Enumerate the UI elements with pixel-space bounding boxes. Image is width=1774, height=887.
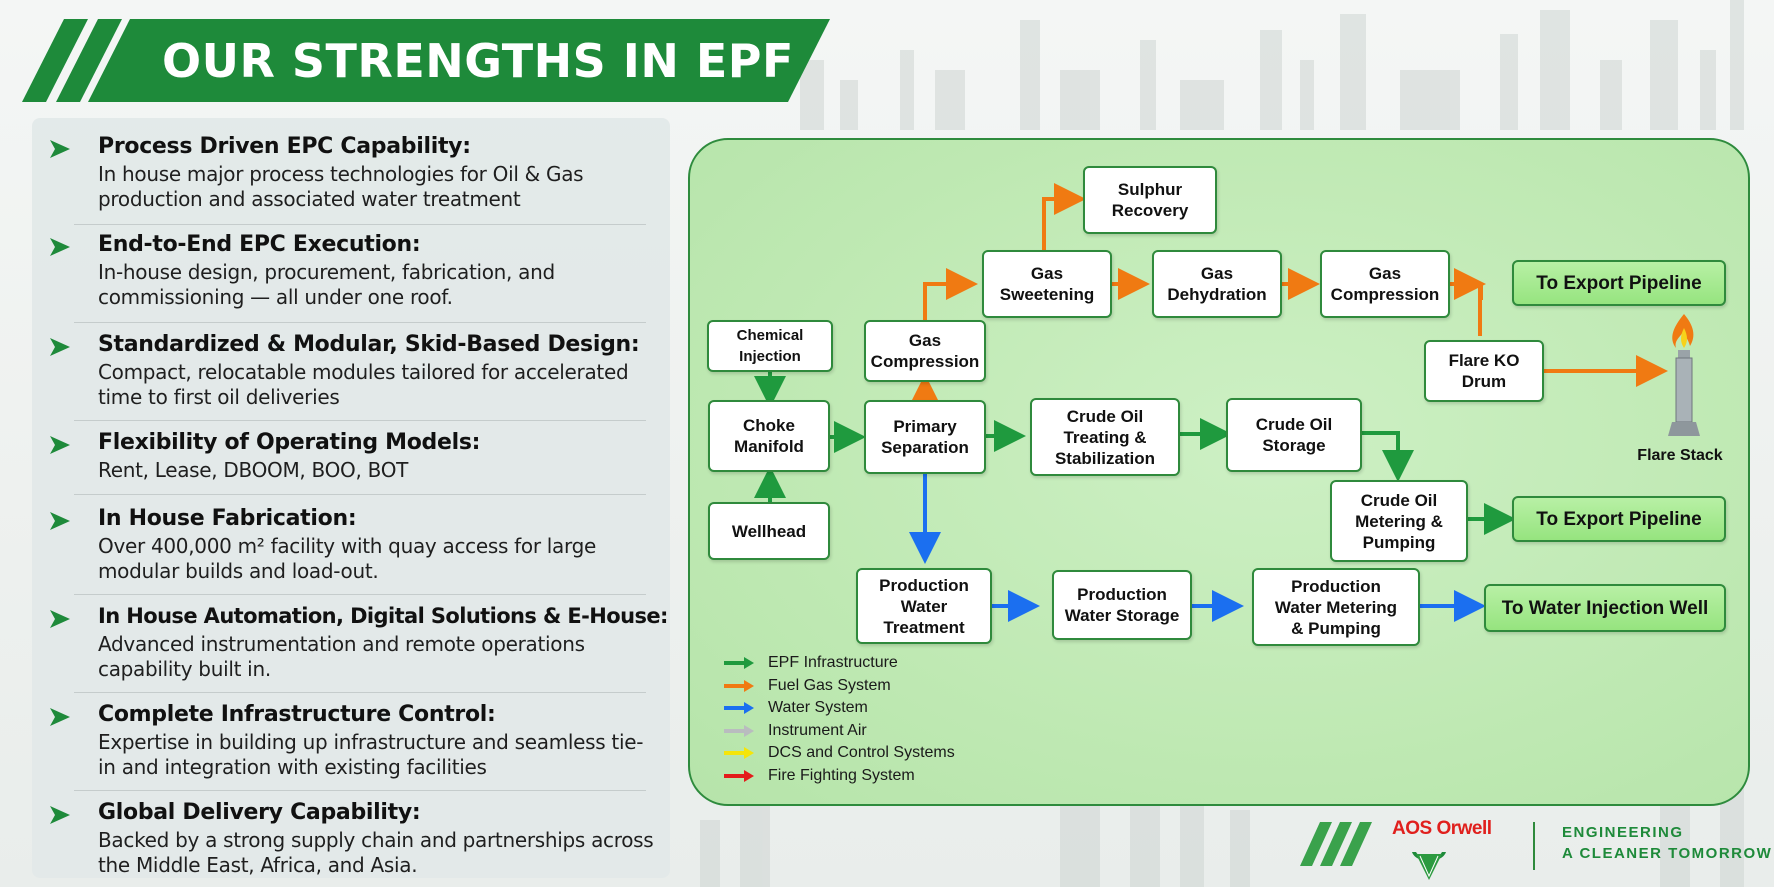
node-sulphur-recovery: Sulphur Recovery [1083,166,1217,234]
arrow-bullet-icon [50,610,70,628]
legend-arrow-icon [724,724,754,737]
arrow-compression-to-flare-ko [1478,284,1483,336]
strength-title: In House Automation, Digital Solutions &… [98,604,668,628]
node-gas-compression-1: Gas Compression [864,320,986,382]
aos-orwell-logo [1300,822,1446,880]
strength-desc: Compact, relocatable modules tailored fo… [98,360,629,409]
divider [74,494,646,495]
strength-title: In House Fabrication: [98,506,357,531]
divider [74,224,646,225]
banner-shape [22,19,830,102]
node-production-water-storage: Production Water Storage [1052,570,1192,640]
node-choke-manifold: Choke Manifold [708,400,830,472]
arrow-bullet-icon [50,806,70,824]
strengths-panel: Process Driven EPC Capability: In house … [32,118,670,878]
strength-desc: Expertise in building up infrastructure … [98,730,644,779]
divider [74,790,646,791]
legend-item: Water System [722,697,955,720]
strength-title: Flexibility of Operating Models: [98,430,481,455]
tagline-line-2: A CLEANER TOMORROW [1562,845,1773,862]
arrow-bullet-icon [50,436,70,454]
arrow-bullet-icon [50,238,70,256]
strength-title: End-to-End EPC Execution: [98,232,421,257]
legend-label: Instrument Air [768,721,867,739]
strength-desc: Over 400,000 m² facility with quay acces… [98,534,596,583]
legend-arrow-icon [724,702,754,715]
legend-arrow-icon [724,657,754,670]
node-production-water-treatment: Production Water Treatment [856,568,992,644]
node-production-water-metering: Production Water Metering & Pumping [1252,568,1420,646]
node-flare-ko-drum: Flare KO Drum [1424,340,1544,402]
legend-label: DCS and Control Systems [768,744,955,762]
strength-title: Standardized & Modular, Skid-Based Desig… [98,332,640,357]
legend-label: Fuel Gas System [768,676,891,694]
node-export-pipeline-2: To Export Pipeline [1512,496,1726,542]
strength-desc: In-house design, procurement, fabricatio… [98,260,555,309]
arrow-bullet-icon [50,338,70,356]
node-primary-separation: Primary Separation [864,400,986,474]
legend-label: Fire Fighting System [768,766,915,784]
brand-divider [1533,822,1535,870]
legend-arrow-icon [724,679,754,692]
legend: EPF Infrastructure Fuel Gas System Water… [722,652,955,787]
strength-desc: In house major process technologies for … [98,162,584,211]
header-banner: OUR STRENGTHS IN EPF [22,19,830,102]
node-gas-sweetening: Gas Sweetening [982,250,1112,318]
legend-item: DCS and Control Systems [722,742,955,765]
flow-arrows [754,183,1668,622]
node-export-pipeline-1: To Export Pipeline [1512,260,1726,306]
strength-title: Complete Infrastructure Control: [98,702,496,727]
node-wellhead: Wellhead [708,502,830,560]
brand-name: AOS Orwell [1392,818,1492,839]
arrow-storage-to-metering [1362,431,1414,482]
strength-desc: Rent, Lease, DBOOM, BOO, BOT [98,458,409,482]
divider [74,594,646,595]
legend-label: Water System [768,699,868,717]
divider [74,692,646,693]
flare-stack-label: Flare Stack [1637,447,1723,464]
legend-item: Fire Fighting System [722,765,955,788]
strength-title: Global Delivery Capability: [98,800,421,825]
strength-desc: Backed by a strong supply chain and part… [98,828,654,877]
tagline-line-1: ENGINEERING [1562,824,1684,841]
arrow-bullet-icon [50,140,70,158]
node-gas-compression-2: Gas Compression [1320,250,1450,318]
arrow-compression-to-sweetening [923,268,978,320]
legend-item: Fuel Gas System [722,675,955,698]
legend-label: EPF Infrastructure [768,654,898,672]
node-crude-oil-treating: Crude Oil Treating & Stabilization [1030,398,1180,476]
legend-arrow-icon [724,769,754,782]
node-crude-oil-storage: Crude Oil Storage [1226,398,1362,472]
node-chemical-injection: Chemical Injection [707,320,833,372]
arrow-bullet-icon [50,512,70,530]
node-water-injection-well: To Water Injection Well [1484,584,1726,632]
page-title: OUR STRENGTHS IN EPF [162,34,794,88]
legend-arrow-icon [724,747,754,760]
strength-title: Process Driven EPC Capability: [98,134,471,159]
node-gas-dehydration: Gas Dehydration [1152,250,1282,318]
strength-desc: Advanced instrumentation and remote oper… [98,632,585,681]
legend-item: EPF Infrastructure [722,652,955,675]
node-crude-oil-metering: Crude Oil Metering & Pumping [1330,480,1468,562]
brand-tagline: ENGINEERING A CLEANER TOMORROW [1562,822,1772,864]
legend-item: Instrument Air [722,720,955,743]
arrow-sweetening-to-sulphur [1042,183,1086,250]
arrow-bullet-icon [50,708,70,726]
flare-stack-icon [1668,314,1700,436]
divider [74,420,646,421]
divider [74,322,646,323]
